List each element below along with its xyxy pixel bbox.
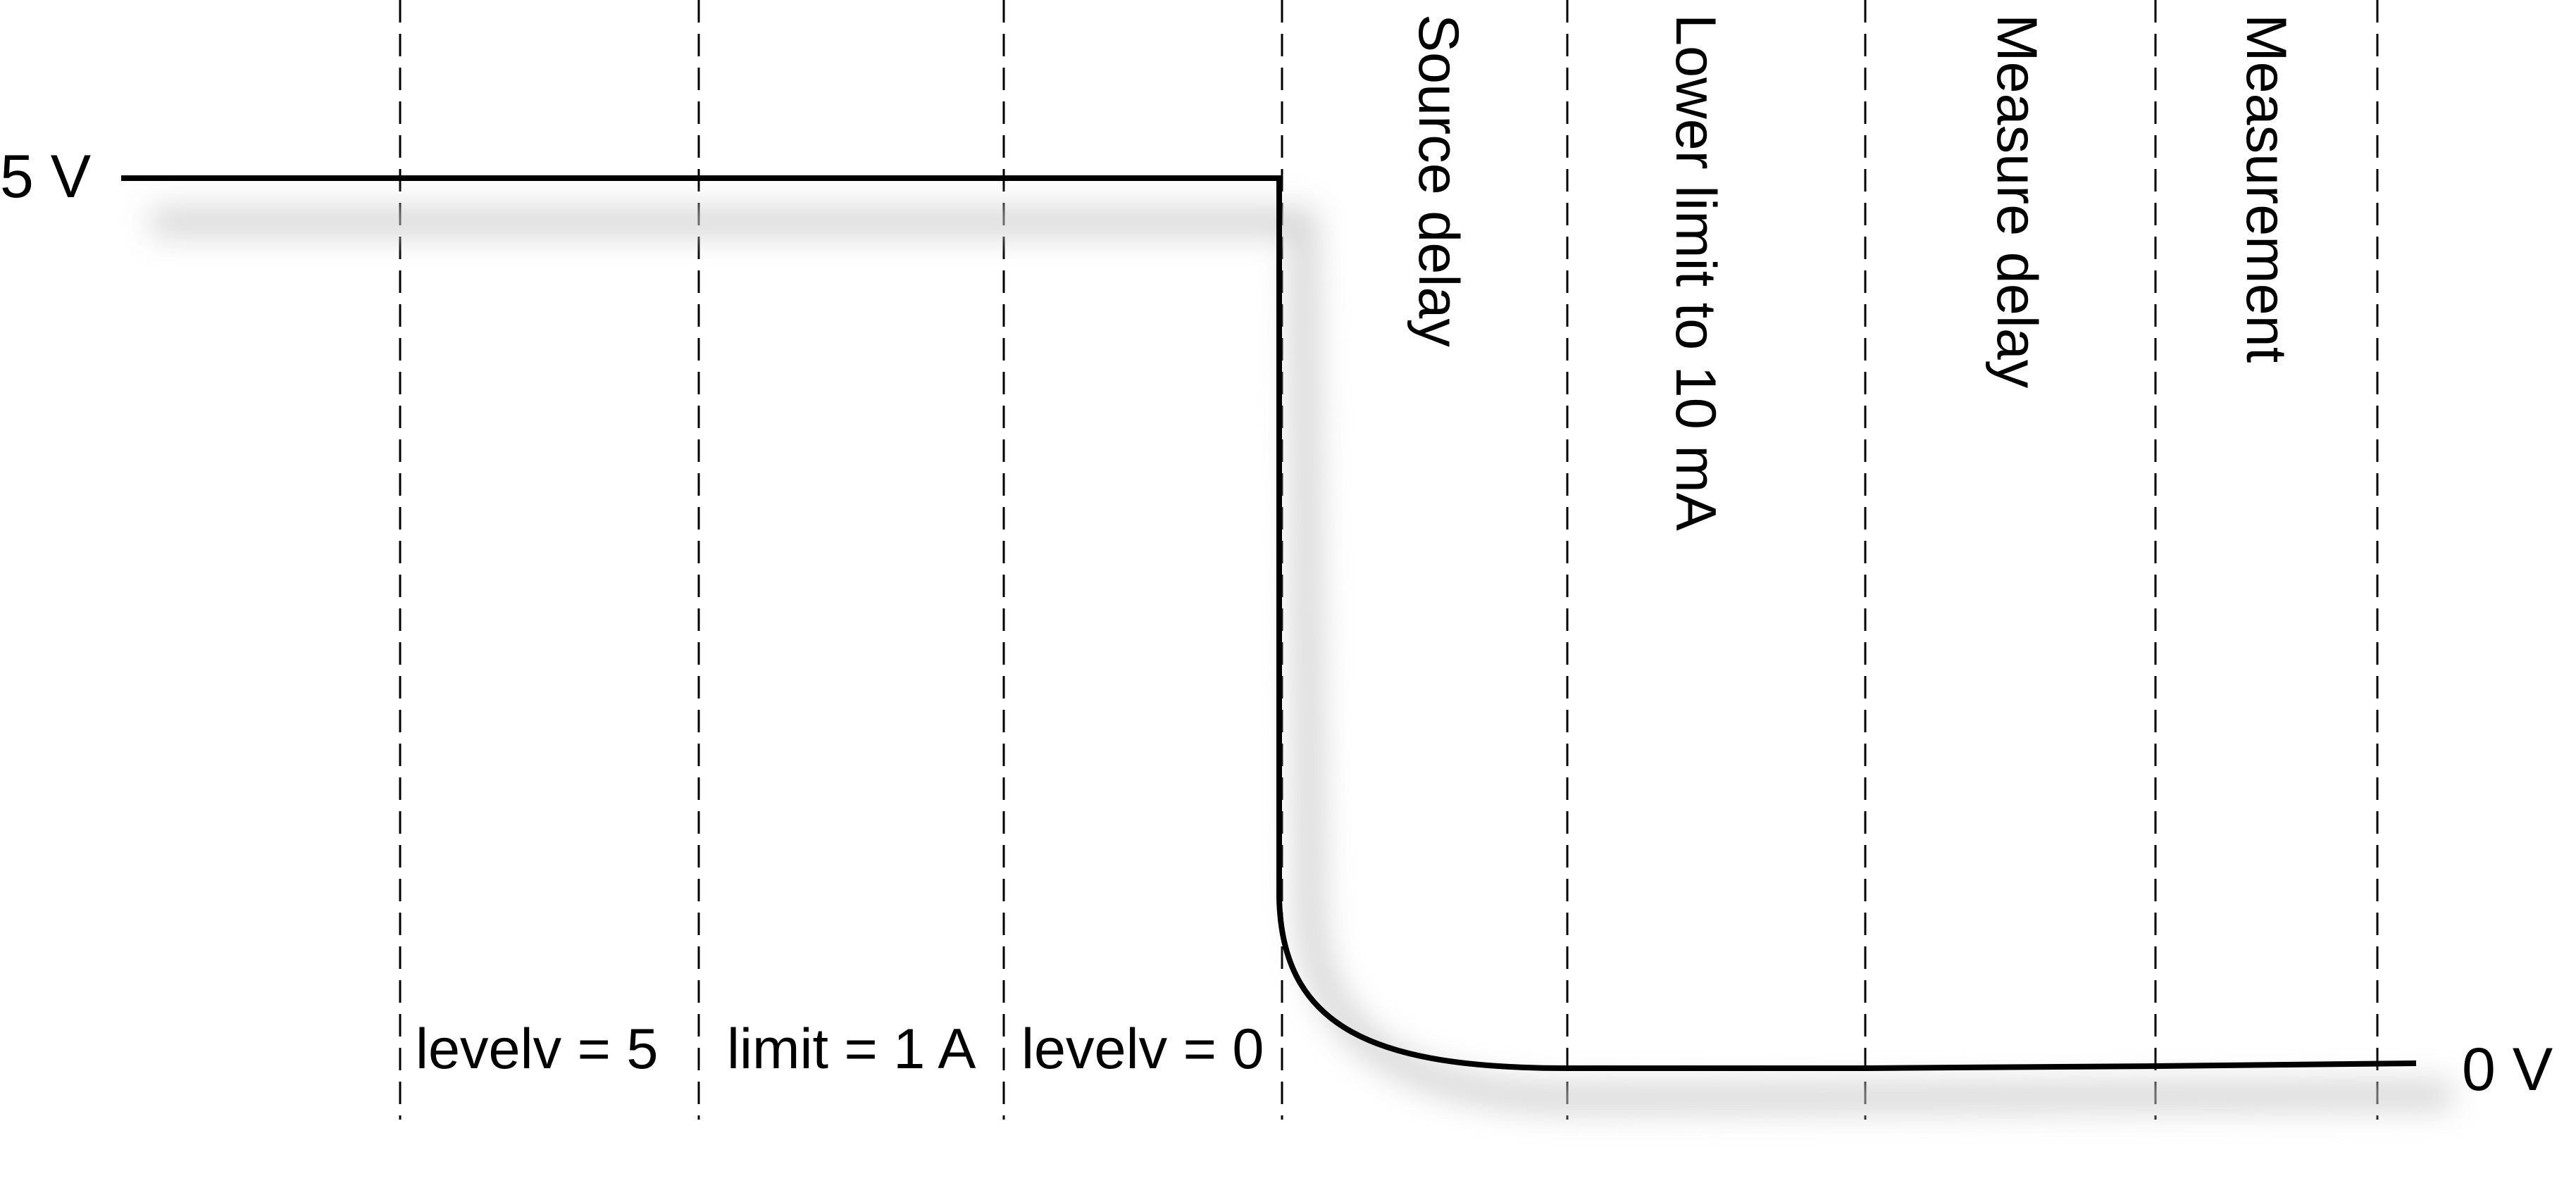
phase-label-limit: limit = 1 A (727, 1018, 976, 1081)
timing-guides (399, 0, 2379, 1120)
voltage-waveform (121, 175, 2417, 1071)
high-level-label: 5 V (0, 143, 91, 211)
phase-label-level-5: levelv = 5 (416, 1018, 658, 1081)
waveform-shadow (151, 209, 2452, 1112)
event-label-measure-delay: Measure delay (1985, 14, 2048, 389)
event-label-lower-limit: Lower limit to 10 mA (1664, 14, 1727, 531)
low-level-label: 0 V (2462, 1036, 2553, 1103)
event-label-source-delay: Source delay (1407, 14, 1470, 347)
event-label-measurement: Measurement (2234, 14, 2298, 363)
phase-label-level-0: levelv = 0 (1021, 1018, 1264, 1081)
